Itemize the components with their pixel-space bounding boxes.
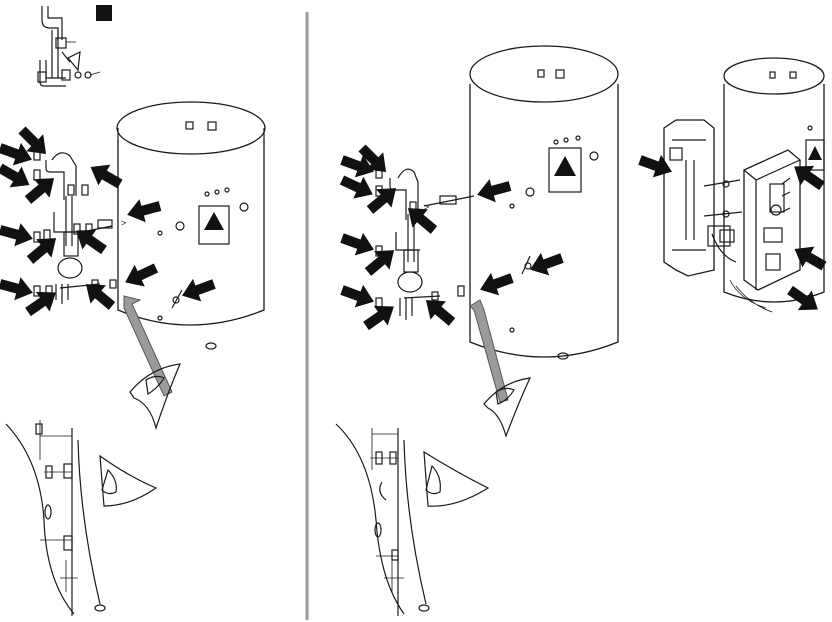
tank-with-control-unit [664, 58, 824, 312]
detail-view-left [6, 420, 156, 616]
arrow-icon [78, 275, 119, 315]
eye-icon [100, 456, 156, 506]
detail-view-right [336, 424, 488, 616]
tank-left [117, 102, 265, 349]
arrow-icon [20, 169, 61, 209]
mounting-backplate [664, 120, 714, 276]
control-unit-box [744, 150, 800, 290]
step-marker-icon [96, 5, 112, 21]
left-panel: > [0, 5, 265, 616]
arrow-icon [338, 227, 378, 261]
inset-pipe-assembly [38, 6, 100, 86]
callout-mark: > [121, 218, 126, 228]
eye-icon [424, 452, 488, 506]
right-panel: > [336, 46, 830, 616]
arrow-icon [338, 279, 378, 313]
tank-middle [470, 46, 618, 359]
arrow-icon [0, 272, 36, 304]
arrow-icon [362, 179, 403, 219]
arrow-icon [0, 218, 36, 250]
arrow-icon [69, 221, 111, 260]
eye-icon [484, 378, 530, 436]
